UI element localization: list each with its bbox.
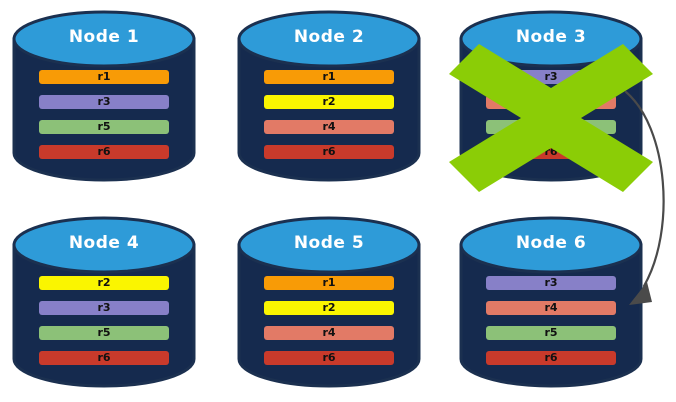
record-bar[interactable]: r6 — [486, 351, 616, 365]
record-list: r1 r2 r4 r6 — [264, 276, 394, 365]
record-bar[interactable]: r5 — [39, 326, 169, 340]
record-bar[interactable]: r2 — [264, 95, 394, 109]
record-bar[interactable]: r2 — [264, 301, 394, 315]
record-bar[interactable]: r4 — [264, 326, 394, 340]
record-bar[interactable]: r5 — [486, 120, 616, 134]
record-bar[interactable]: r3 — [486, 276, 616, 290]
record-bar[interactable]: r4 — [486, 301, 616, 315]
record-bar[interactable]: r6 — [264, 145, 394, 159]
record-list: r3 r4 r5 r6 — [486, 70, 616, 159]
record-bar[interactable]: r6 — [39, 145, 169, 159]
record-bar[interactable]: r1 — [39, 70, 169, 84]
node-6[interactable]: Node 6 r3 r4 r5 r6 — [455, 214, 647, 390]
node-4[interactable]: Node 4 r2 r3 r5 r6 — [8, 214, 200, 390]
record-list: r1 r2 r4 r6 — [264, 70, 394, 159]
record-bar[interactable]: r5 — [486, 326, 616, 340]
record-bar[interactable]: r6 — [264, 351, 394, 365]
node-3[interactable]: Node 3 r3 r4 r5 r6 — [449, 8, 653, 192]
record-bar[interactable]: r5 — [39, 120, 169, 134]
record-bar[interactable]: r3 — [39, 95, 169, 109]
record-bar[interactable]: r2 — [39, 276, 169, 290]
record-list: r2 r3 r5 r6 — [39, 276, 169, 365]
record-bar[interactable]: r6 — [486, 145, 616, 159]
record-list: r1 r3 r5 r6 — [39, 70, 169, 159]
node-2[interactable]: Node 2 r1 r2 r4 r6 — [233, 8, 425, 184]
record-bar[interactable]: r3 — [486, 70, 616, 84]
record-bar[interactable]: r6 — [39, 351, 169, 365]
record-bar[interactable]: r1 — [264, 276, 394, 290]
record-bar[interactable]: r3 — [39, 301, 169, 315]
node-1[interactable]: Node 1 r1 r3 r5 r6 — [8, 8, 200, 184]
record-bar[interactable]: r1 — [264, 70, 394, 84]
record-list: r3 r4 r5 r6 — [486, 276, 616, 365]
record-bar[interactable]: r4 — [264, 120, 394, 134]
node-5[interactable]: Node 5 r1 r2 r4 r6 — [233, 214, 425, 390]
record-bar[interactable]: r4 — [486, 95, 616, 109]
